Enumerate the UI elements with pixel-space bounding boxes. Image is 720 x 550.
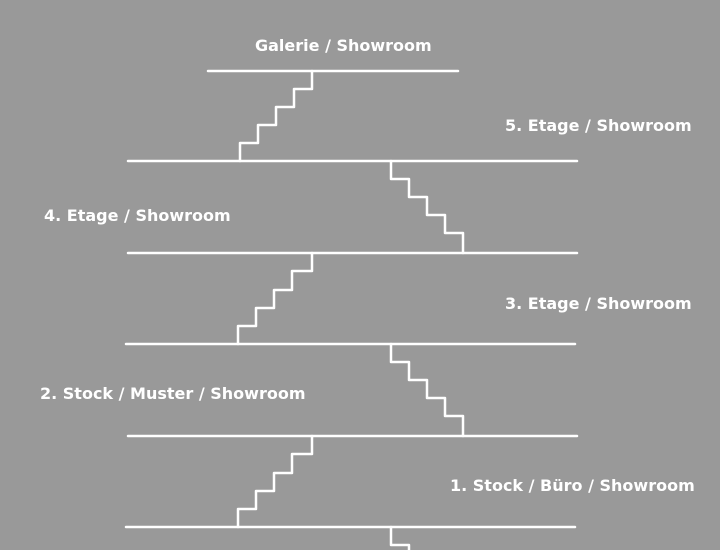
floor-label-5: 5. Etage / Showroom bbox=[505, 116, 692, 135]
stair-3-to-4 bbox=[236, 251, 314, 346]
floor-label-4: 4. Etage / Showroom bbox=[44, 206, 231, 225]
stair-5-to-galerie bbox=[238, 69, 314, 163]
floor-label-2: 2. Stock / Muster / Showroom bbox=[40, 384, 306, 403]
floor-label-galerie: Galerie / Showroom bbox=[255, 36, 432, 55]
floor-label-3: 3. Etage / Showroom bbox=[505, 294, 692, 313]
stair-3-to-2 bbox=[389, 342, 465, 438]
floor-label-1: 1. Stock / Büro / Showroom bbox=[450, 476, 695, 495]
stair-5-to-4 bbox=[389, 159, 465, 255]
stair-1-down bbox=[389, 525, 411, 550]
stair-1-to-2 bbox=[236, 434, 314, 529]
